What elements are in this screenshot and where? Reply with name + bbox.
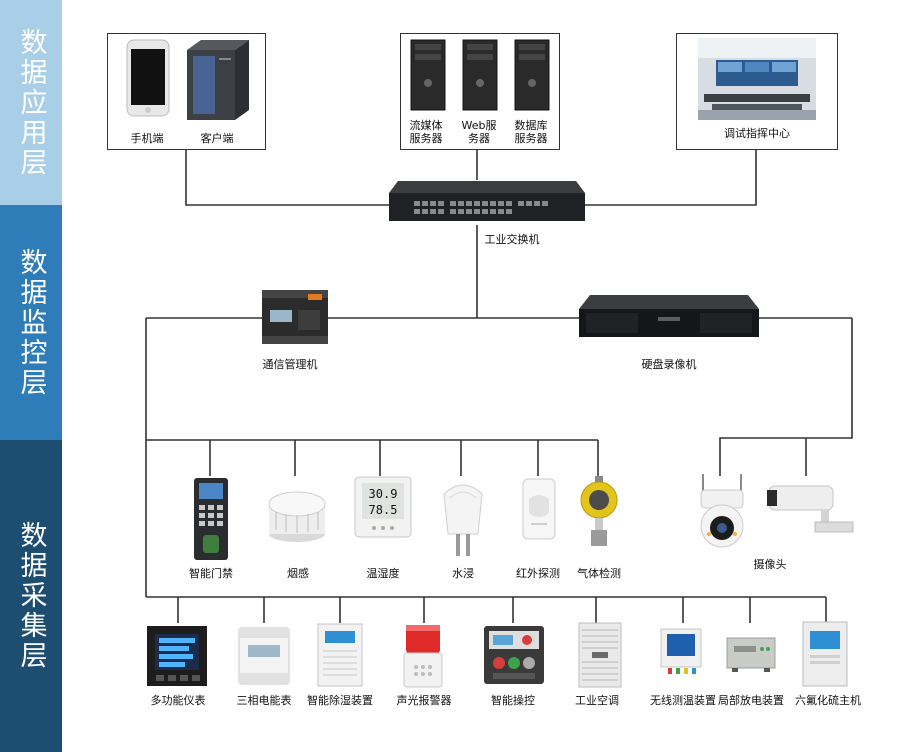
device-label-dehumidifier: 智能除湿装置	[307, 694, 373, 707]
industrial-ac-icon	[578, 622, 622, 688]
device-label-sf6: 六氟化硫主机	[795, 694, 861, 707]
camera-label: 摄像头	[753, 558, 787, 571]
sensor-label-gas: 气体检测	[577, 567, 621, 580]
bullet-camera-icon	[767, 485, 854, 533]
layer-app-label: 数据应用层	[15, 27, 47, 178]
web-server-label: Web服 务器	[461, 119, 497, 145]
db-server-label: 数据库 服务器	[514, 119, 548, 145]
smart-control-icon	[484, 626, 544, 684]
switch-icon	[389, 181, 585, 221]
nvr-icon	[579, 295, 759, 337]
dome-camera-icon	[700, 474, 744, 548]
nvr-label: 硬盘录像机	[641, 358, 697, 371]
thermo-hygrometer-icon: 30.9 78.5	[354, 476, 412, 538]
device-label-wireless-temp: 无线测温装置	[650, 694, 716, 707]
thermo-value-humidity: 78.5	[369, 503, 398, 517]
multi-meter-icon	[147, 626, 207, 686]
device-label-partial-discharge: 局部放电装置	[718, 694, 784, 707]
sf6-host-icon	[802, 621, 848, 687]
sensor-label-access: 智能门禁	[189, 567, 233, 580]
smoke-detector-icon	[268, 491, 326, 542]
device-label-smart-control: 智能操控	[491, 694, 535, 707]
server-icon	[410, 39, 446, 111]
infrared-detector-icon	[522, 478, 556, 540]
sensor-label-infrared: 红外探测	[516, 567, 560, 580]
layer-collect: 数据采集层	[0, 440, 62, 752]
pc-icon	[187, 40, 249, 120]
layer-monitor: 数据监控层	[0, 205, 62, 440]
device-label-alarm: 声光报警器	[396, 694, 452, 707]
phone-icon	[126, 39, 170, 117]
comm-manager-icon	[262, 290, 328, 344]
device-label-three-phase: 三相电能表	[236, 694, 292, 707]
stream-server-label: 流媒体 服务器	[409, 119, 443, 145]
device-label-ac: 工业空调	[575, 694, 619, 707]
gas-detector-icon	[580, 476, 618, 546]
sensor-label-thermo: 温湿度	[366, 567, 400, 580]
layer-monitor-label: 数据监控层	[15, 247, 47, 398]
device-label-multimeter: 多功能仪表	[150, 694, 206, 707]
sensor-label-smoke: 烟感	[287, 567, 309, 580]
three-phase-meter-icon	[238, 627, 290, 685]
alarm-icon	[403, 625, 443, 688]
switch-label: 工业交换机	[484, 233, 540, 246]
layer-collect-label: 数据采集层	[15, 521, 47, 671]
command-center-label: 调试指挥中心	[724, 127, 790, 140]
client-label: 客户端	[200, 132, 234, 145]
water-leak-icon	[443, 484, 483, 556]
partial-discharge-icon	[726, 637, 776, 672]
phone-label: 手机端	[130, 132, 164, 145]
server-icon	[462, 39, 498, 111]
comm-manager-label: 通信管理机	[262, 358, 318, 371]
control-room-photo	[698, 38, 816, 120]
dehumidifier-icon	[317, 623, 363, 687]
access-control-icon	[194, 478, 228, 560]
layer-app: 数据应用层	[0, 0, 62, 205]
server-icon	[514, 39, 550, 111]
sensor-label-water: 水浸	[452, 567, 474, 580]
wireless-temp-icon	[660, 628, 702, 674]
thermo-value-temp: 30.9	[369, 487, 398, 501]
